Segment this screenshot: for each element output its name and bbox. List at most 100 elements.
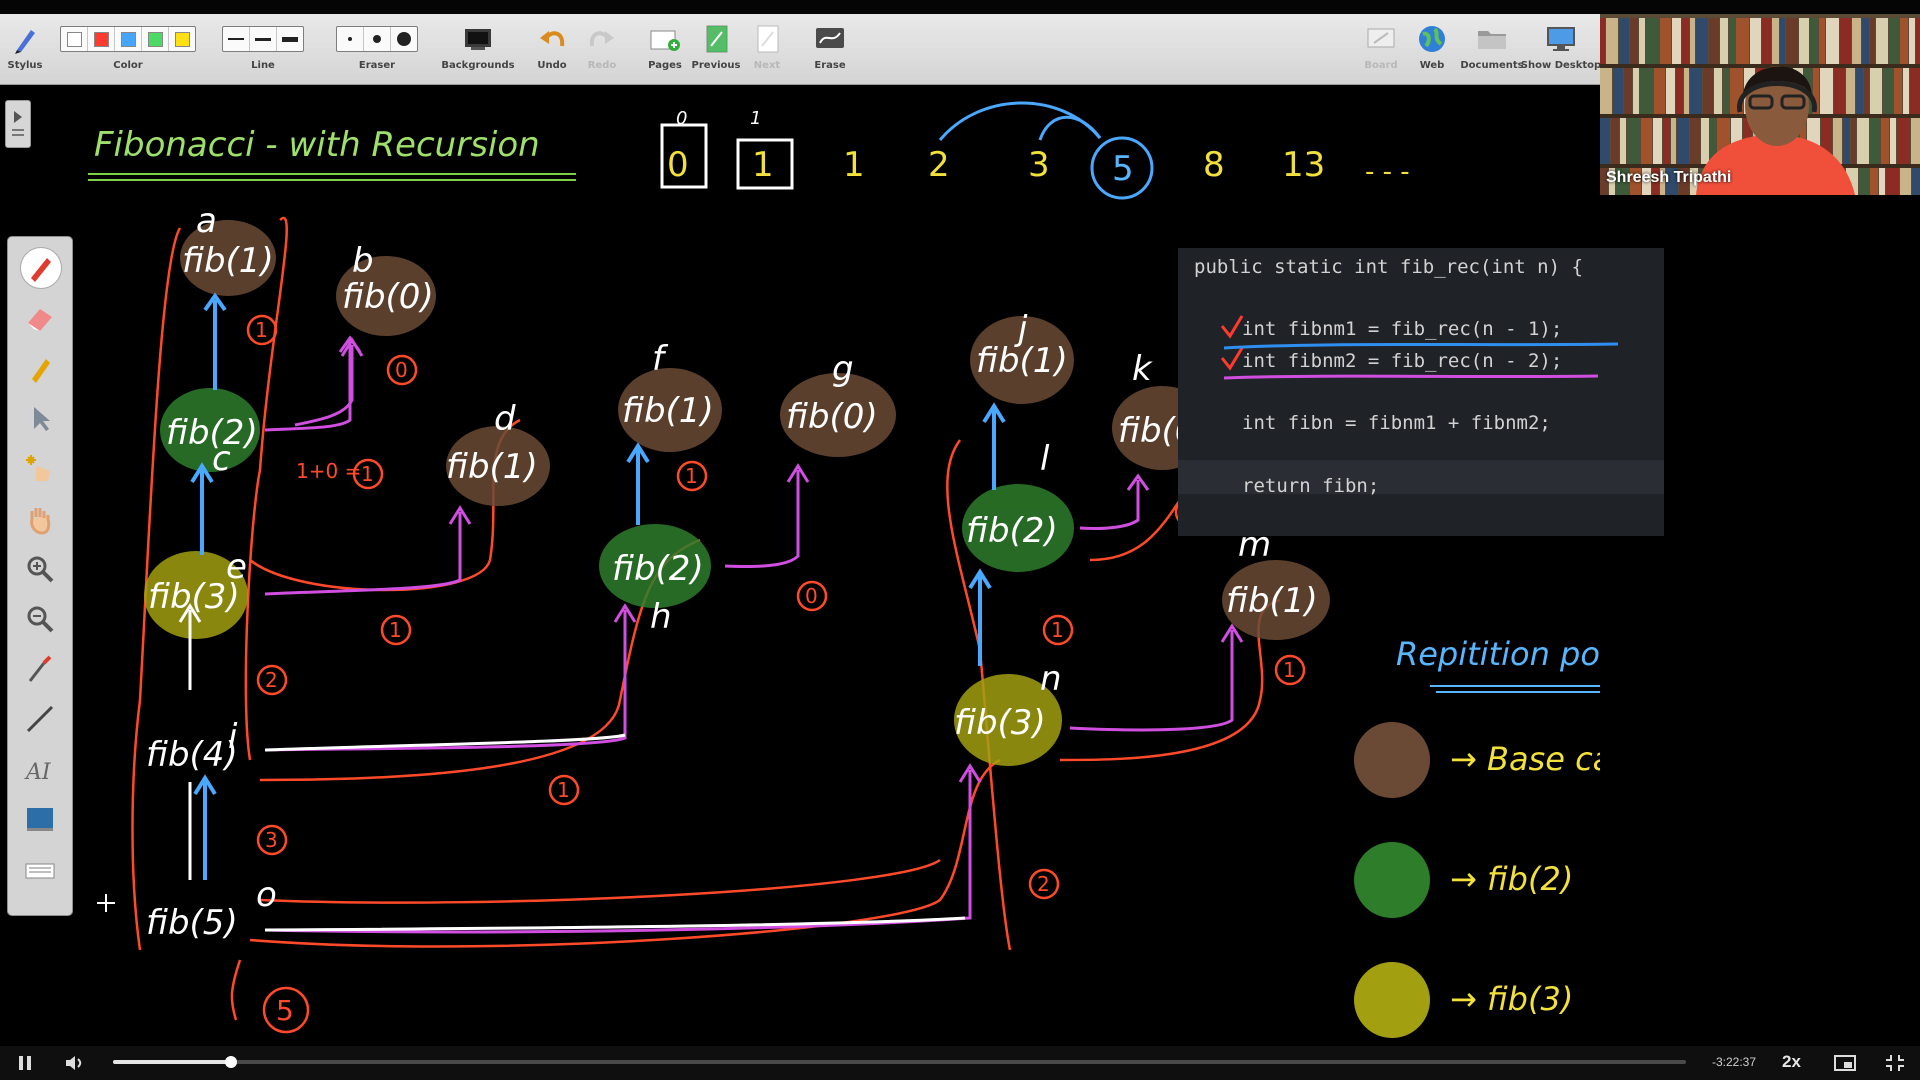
node-l-blob xyxy=(962,484,1074,572)
webcam-book xyxy=(1641,118,1652,164)
eraser-size-picker[interactable]: Eraser xyxy=(336,22,418,82)
webcam-book xyxy=(1879,168,1885,195)
pause-icon xyxy=(19,1056,31,1070)
webcam-book xyxy=(1709,18,1719,64)
line-tool[interactable] xyxy=(20,699,60,739)
letter-g: g xyxy=(832,349,854,389)
color-picker[interactable]: Color xyxy=(60,22,196,82)
screen-capture-tool[interactable] xyxy=(20,799,60,839)
keyboard-tool[interactable] xyxy=(20,851,60,891)
node-f-blob xyxy=(618,368,722,452)
color-swatch-fill xyxy=(93,31,109,47)
board-button[interactable]: Board xyxy=(1362,22,1400,82)
webcam-book xyxy=(1703,68,1713,114)
pages-button[interactable]: Pages xyxy=(647,22,683,82)
code-annotations xyxy=(1220,315,1619,380)
next-page-icon xyxy=(753,22,781,56)
webcam-book xyxy=(1900,18,1908,64)
undo-button[interactable]: Undo xyxy=(536,22,568,82)
seq-item-7: 13 xyxy=(1282,145,1325,185)
side-panel-toggle[interactable] xyxy=(5,100,31,148)
highlighter-tool[interactable] xyxy=(20,349,60,389)
line-thick-option[interactable] xyxy=(277,27,303,51)
webcam-book xyxy=(1630,168,1641,195)
webcam-book xyxy=(1690,168,1698,195)
redo-label: Redo xyxy=(587,60,617,71)
exit-fullscreen-button[interactable] xyxy=(1885,1054,1905,1076)
webcam-book xyxy=(1620,118,1626,164)
web-button[interactable]: Web xyxy=(1414,22,1450,82)
pen-tool[interactable] xyxy=(20,247,62,289)
webcam-book xyxy=(1600,18,1605,64)
webcam-book xyxy=(1813,68,1819,114)
webcam-book xyxy=(1820,68,1833,114)
line-medium-option[interactable] xyxy=(250,27,277,51)
documents-button[interactable]: Documents xyxy=(1460,22,1524,82)
seq-item-2: 1 xyxy=(843,145,865,185)
magic-pointer-tool[interactable] xyxy=(20,449,60,489)
tool-palette: AI xyxy=(7,236,73,916)
color-swatch-1[interactable] xyxy=(88,27,115,51)
eraser-medium-option[interactable] xyxy=(364,27,391,51)
volume-button[interactable] xyxy=(64,1054,86,1076)
webcam-book xyxy=(1889,18,1899,64)
node-n-blob xyxy=(954,674,1062,766)
eraser-large-option[interactable] xyxy=(391,27,417,51)
svg-text:1: 1 xyxy=(1051,618,1064,642)
text-tool[interactable]: AI xyxy=(20,749,60,789)
color-swatch-fill xyxy=(147,31,163,47)
playback-speed-button[interactable]: 2x xyxy=(1782,1052,1801,1071)
zoom-out-tool[interactable] xyxy=(20,599,60,639)
board-icon xyxy=(1366,22,1396,56)
webcam-book xyxy=(1652,168,1659,195)
webcam-book xyxy=(1710,118,1716,164)
line-thin-option[interactable] xyxy=(223,27,250,51)
webcam-book xyxy=(1639,18,1645,64)
webcam-book xyxy=(1660,168,1665,195)
svg-text:1: 1 xyxy=(255,318,268,342)
whiteboard-canvas[interactable]: Fibonacci - with Recursion 0 1 1 2 3 5 8… xyxy=(0,86,1600,1046)
window-top-strip xyxy=(0,0,1920,14)
line-width-picker[interactable]: Line xyxy=(222,22,304,82)
node-o-label: fib(5) xyxy=(146,903,238,943)
seek-bar[interactable] xyxy=(113,1056,1686,1068)
node-m-label: fib(1) xyxy=(1226,581,1318,621)
previous-page-button[interactable]: Previous xyxy=(692,22,740,82)
seek-bar-handle[interactable] xyxy=(224,1056,237,1068)
node-i-label: fib(4) xyxy=(146,735,238,775)
webcam-book xyxy=(1852,18,1861,64)
webcam-book xyxy=(1856,68,1863,114)
redo-button[interactable]: Redo xyxy=(586,22,618,82)
webcam-book xyxy=(1627,118,1640,164)
webcam-book xyxy=(1642,168,1651,195)
webcam-book xyxy=(1810,18,1818,64)
webcam-book xyxy=(1671,118,1676,164)
code-line-fibn: int fibn = fibnm1 + fibnm2; xyxy=(1242,412,1551,434)
pan-tool[interactable] xyxy=(20,499,60,539)
brush-tool[interactable] xyxy=(20,649,60,689)
node-c-label: fib(2) xyxy=(166,413,258,453)
presenter-name: Shreesh Tripathi xyxy=(1606,169,1732,186)
picture-in-picture-button[interactable] xyxy=(1834,1054,1856,1076)
color-swatch-2[interactable] xyxy=(115,27,142,51)
erase-all-button[interactable]: Erase xyxy=(812,22,848,82)
next-page-button[interactable]: Next xyxy=(752,22,782,82)
eraser-small-option[interactable] xyxy=(337,27,364,51)
pause-button[interactable] xyxy=(16,1054,34,1076)
webcam-book xyxy=(1600,168,1608,195)
stylus-tool[interactable]: Stylus xyxy=(6,22,44,82)
webcam-book xyxy=(1684,68,1689,114)
color-swatch-0[interactable] xyxy=(61,27,88,51)
backgrounds-button[interactable]: Backgrounds xyxy=(441,22,515,82)
previous-page-icon xyxy=(702,22,730,56)
color-swatch-3[interactable] xyxy=(142,27,169,51)
color-swatch-4[interactable] xyxy=(169,27,195,51)
zoom-in-tool[interactable] xyxy=(20,549,60,589)
show-desktop-button[interactable]: Show Desktop xyxy=(1521,22,1601,82)
letter-c: c xyxy=(212,439,231,479)
select-tool[interactable] xyxy=(20,399,60,439)
line-icon xyxy=(26,705,54,733)
eraser-tool[interactable] xyxy=(20,299,60,339)
title-underline xyxy=(88,173,576,181)
webcam-book xyxy=(1666,68,1675,114)
